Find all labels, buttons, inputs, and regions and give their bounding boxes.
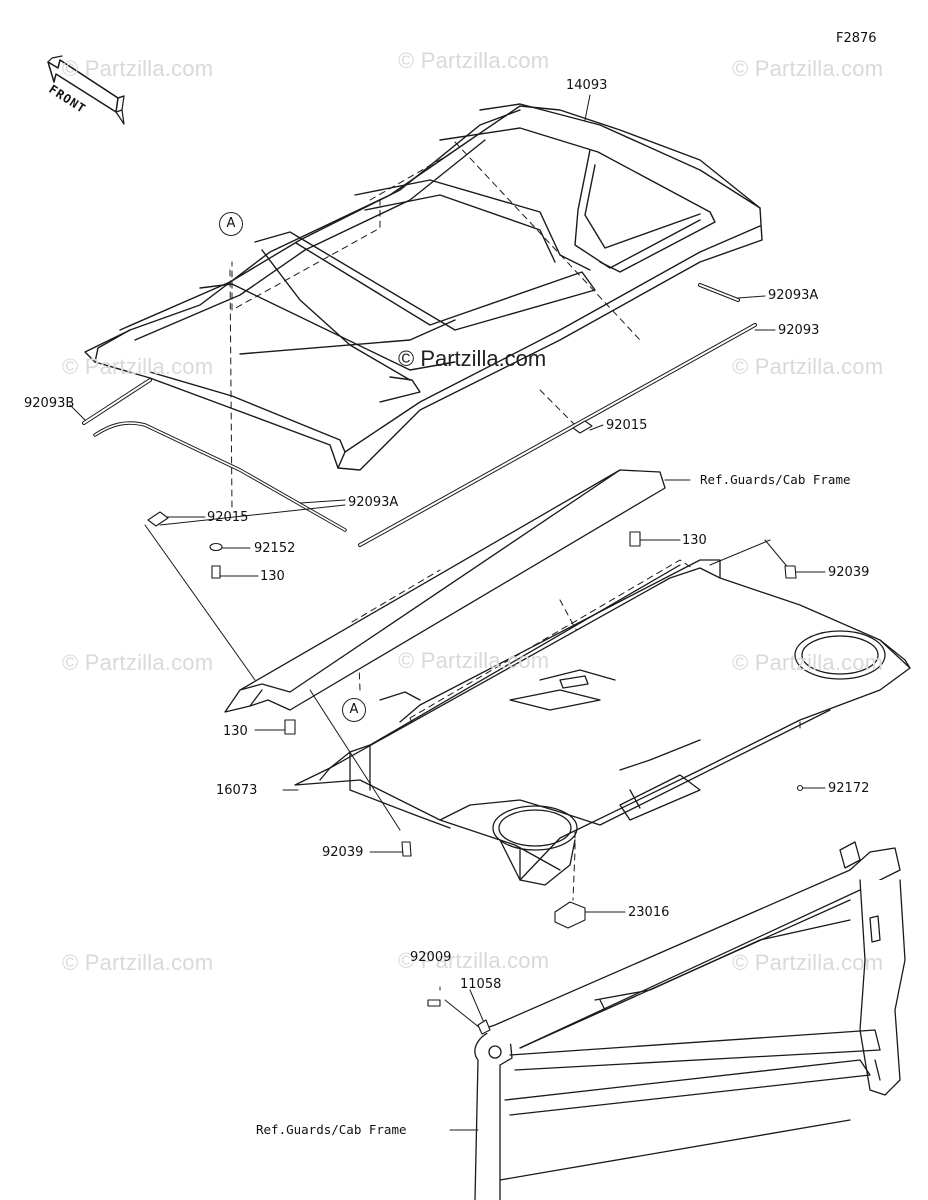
part-130-left[interactable]: 130 [260, 569, 285, 584]
ref-guards-cab-frame-top[interactable]: Ref.Guards/Cab Frame [700, 472, 851, 487]
roof-shell [84, 103, 763, 471]
watermark: © Partzilla.com [398, 648, 550, 673]
part-92015-right[interactable]: 92015 [606, 418, 648, 433]
part-92015-left[interactable]: 92015 [207, 510, 249, 525]
part-11058[interactable]: 11058 [460, 977, 502, 992]
callout-a-top: A [219, 212, 243, 236]
watermark: © Partzilla.com [62, 56, 214, 81]
part-130-right[interactable]: 130 [682, 533, 707, 548]
part-92093b[interactable]: 92093B [24, 396, 75, 411]
upper-panel [224, 469, 666, 713]
part-16073[interactable]: 16073 [216, 783, 258, 798]
watermark: © Partzilla.com [732, 650, 884, 675]
callout-a-bottom: A [342, 698, 366, 722]
part-92093a-bottom[interactable]: 92093A [348, 495, 399, 510]
part-92093[interactable]: 92093 [778, 323, 820, 338]
watermark: © Partzilla.com [732, 354, 884, 379]
part-92093a-top[interactable]: 92093A [768, 288, 819, 303]
part-92039-left[interactable]: 92039 [322, 845, 364, 860]
part-23016[interactable]: 23016 [628, 905, 670, 920]
watermark: © Partzilla.com [732, 56, 884, 81]
watermark: © Partzilla.com [398, 48, 550, 73]
front-arrow-icon [47, 55, 125, 125]
watermark-center: © Partzilla.com [398, 346, 547, 371]
part-92152[interactable]: 92152 [254, 541, 296, 556]
figure-code: F2876 [836, 31, 877, 46]
watermark: © Partzilla.com [62, 354, 214, 379]
watermark: © Partzilla.com [62, 650, 214, 675]
cab-frame [474, 841, 906, 1200]
part-92009[interactable]: 92009 [410, 950, 452, 965]
ref-guards-cab-frame-bottom[interactable]: Ref.Guards/Cab Frame [256, 1122, 407, 1137]
part-92172[interactable]: 92172 [828, 781, 870, 796]
watermark: © Partzilla.com [732, 950, 884, 975]
part-14093[interactable]: 14093 [566, 78, 608, 93]
part-130-lower[interactable]: 130 [223, 724, 248, 739]
part-92039-right[interactable]: 92039 [828, 565, 870, 580]
watermark: © Partzilla.com [62, 950, 214, 975]
watermark: © Partzilla.com [398, 948, 550, 973]
